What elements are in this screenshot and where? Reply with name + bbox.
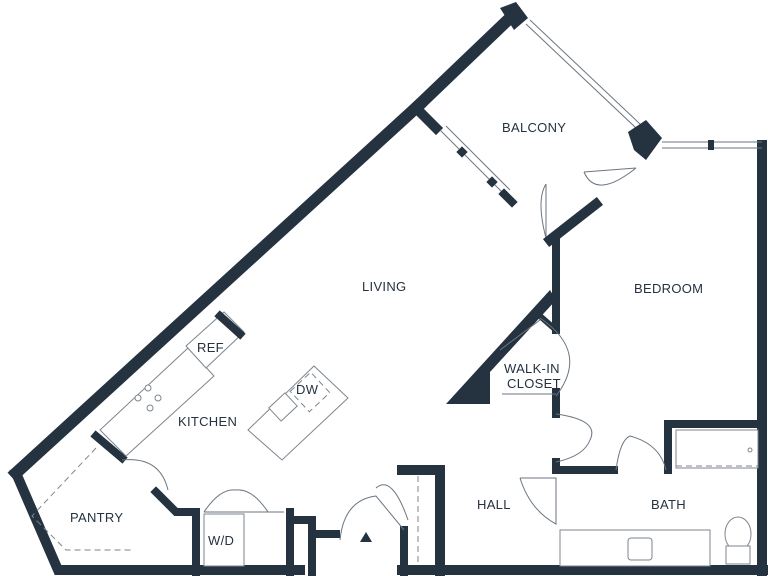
bath-sink-icon	[627, 537, 653, 561]
slider-end-wall	[498, 188, 518, 208]
exterior-wall-bottom-left	[9, 466, 305, 575]
laundry-door-swing[interactable]	[203, 489, 269, 513]
living-balcony-slider-2	[445, 125, 511, 191]
bedroom-balcony-door-leaf	[583, 167, 637, 173]
balcony-corner-column	[628, 120, 662, 160]
balcony-railing	[525, 23, 637, 129]
room-label-dw: DW	[296, 382, 319, 397]
cooktop-burner-icon	[144, 384, 152, 392]
room-label-ref: REF	[197, 340, 224, 355]
exterior-wall-diagonal	[7, 97, 427, 482]
island-sink-icon	[268, 392, 298, 422]
hall-bath-wall	[552, 458, 618, 474]
room-label-bedroom: BEDROOM	[634, 281, 703, 296]
entry-door-swing[interactable]	[339, 495, 405, 541]
cooktop-burner-icon	[146, 404, 154, 412]
living-balcony-slider[interactable]	[439, 129, 507, 197]
pantry-wall	[90, 430, 128, 464]
closet-wall-top	[535, 311, 561, 335]
pantry-wall-2	[150, 486, 200, 516]
washer-dryer	[203, 513, 245, 567]
living-balcony-wall	[410, 102, 444, 136]
bath-door-swing[interactable]	[555, 413, 593, 463]
exterior-wall-diagonal-upper	[409, 7, 521, 115]
bath-door-swing-2[interactable]	[615, 435, 667, 471]
entry-closet-door-swing[interactable]	[375, 484, 409, 521]
room-label-closet-1: WALK-IN	[504, 361, 560, 376]
bedroom-wall-upper	[542, 196, 604, 248]
cooktop-burner-icon	[154, 394, 162, 402]
balcony-corner-post	[500, 2, 528, 30]
room-label-wd: W/D	[208, 533, 234, 548]
window-mullion	[708, 140, 714, 150]
pantry-shelving	[31, 447, 134, 551]
living-door-frame	[540, 183, 547, 239]
closet-wall-wedge	[446, 290, 556, 404]
room-label-hall: HALL	[477, 497, 511, 512]
cooktop-burner-icon	[134, 394, 142, 402]
hall-door-swing[interactable]	[519, 477, 557, 525]
entry-closet-wall	[397, 465, 445, 576]
closet-door-swing[interactable]	[539, 317, 571, 397]
bedroom-balcony-door-swing[interactable]	[583, 167, 637, 186]
bath-wall-top	[664, 420, 766, 474]
room-label-closet-2: CLOSET	[507, 376, 561, 391]
balcony-railing-inner	[529, 19, 641, 125]
room-label-kitchen: KITCHEN	[178, 414, 237, 429]
closet-shelf	[499, 319, 541, 351]
room-label-living: LIVING	[362, 279, 406, 294]
kitchen-island	[247, 365, 349, 461]
dishwasher-outline	[289, 371, 331, 413]
kitchen-counter	[99, 347, 215, 457]
pantry-door-swing[interactable]	[121, 459, 169, 491]
shower-drain-icon	[747, 447, 753, 453]
laundry-closet-wall	[292, 516, 316, 576]
room-label-bath: BATH	[651, 497, 686, 512]
shower	[675, 429, 759, 469]
slider-jamb-top	[456, 146, 468, 158]
ref-wall	[214, 310, 246, 340]
entry-marker-icon	[360, 532, 372, 542]
slider-jamb-mid	[486, 176, 498, 188]
room-label-pantry: PANTRY	[70, 510, 123, 525]
room-label-balcony: BALCONY	[502, 120, 566, 135]
toilet-tank	[725, 545, 751, 565]
